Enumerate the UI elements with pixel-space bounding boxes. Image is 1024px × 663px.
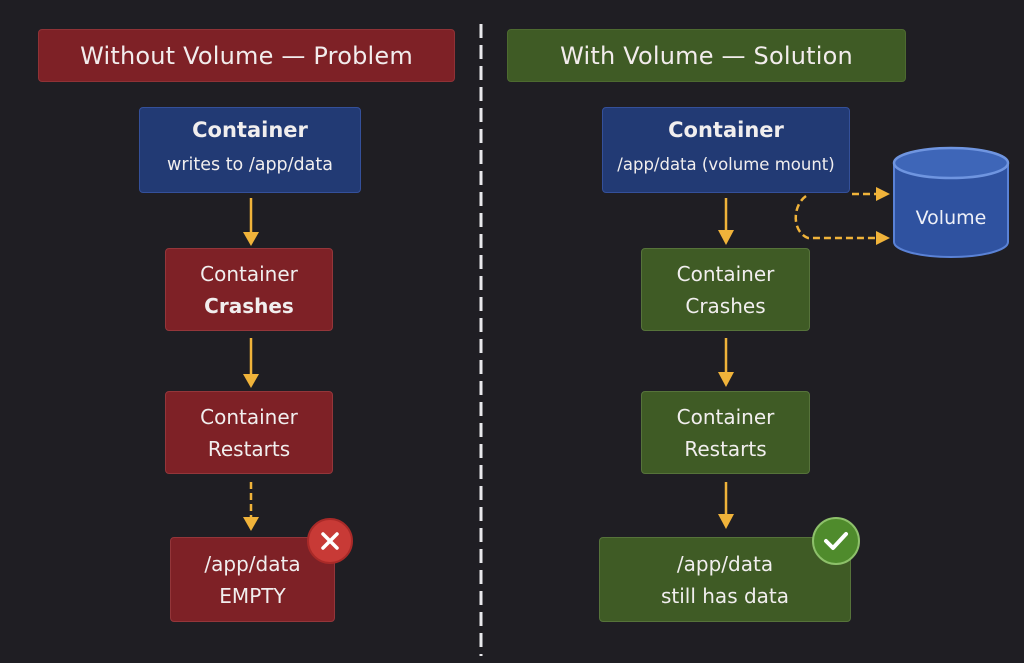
left-arrow-crashes-to-restarts [243, 338, 259, 388]
x-icon [321, 532, 339, 550]
right-arrow-restarts-to-result [718, 482, 734, 529]
success-badge [812, 517, 860, 565]
right-result-line2: still has data [660, 583, 790, 608]
right-container-title: Container [668, 118, 784, 142]
right-arrow-crashes-to-restarts [718, 338, 734, 387]
right-restarts-node: Container Restarts [641, 391, 810, 474]
right-container-subtitle: /app/data (volume mount) [617, 155, 835, 174]
right-container-node: Container /app/data (volume mount) [602, 107, 850, 193]
problem-header: Without Volume — Problem [38, 29, 455, 82]
left-crashes-node: Container Crashes [165, 248, 333, 331]
left-result-line1: /app/data [204, 551, 301, 576]
check-icon [824, 532, 848, 550]
error-badge [307, 518, 353, 564]
solution-header: With Volume — Solution [507, 29, 906, 82]
left-arrow-container-to-crashes [243, 198, 259, 246]
left-container-subtitle: writes to /app/data [167, 155, 333, 175]
left-container-node: Container writes to /app/data [139, 107, 361, 193]
volume-cylinder-icon [892, 146, 1010, 258]
right-crashes-line1: Container [676, 261, 775, 286]
problem-header-label: Without Volume — Problem [80, 41, 413, 70]
left-result-line2: EMPTY [219, 583, 286, 608]
left-container-title: Container [192, 118, 308, 142]
left-restarts-line2: Restarts [207, 436, 291, 461]
right-arrow-container-to-crashes [718, 198, 734, 245]
volume-mount-arrows [794, 187, 890, 245]
left-restarts-node: Container Restarts [165, 391, 333, 474]
right-result-line1: /app/data [676, 551, 774, 576]
left-crashes-line2: Crashes [204, 293, 294, 318]
left-arrow-restarts-to-result-dashed [243, 482, 259, 531]
left-crashes-line1: Container [200, 261, 298, 286]
volume-label-text: Volume [915, 207, 987, 229]
right-result-node: /app/data still has data [599, 537, 851, 622]
right-crashes-line2: Crashes [685, 293, 766, 318]
left-restarts-line1: Container [200, 404, 298, 429]
left-result-node: /app/data EMPTY [170, 537, 335, 622]
solution-header-label: With Volume — Solution [560, 41, 853, 70]
right-restarts-line2: Restarts [684, 436, 767, 461]
right-crashes-node: Container Crashes [641, 248, 810, 331]
right-restarts-line1: Container [676, 404, 775, 429]
volume-label: Volume [894, 196, 1008, 240]
